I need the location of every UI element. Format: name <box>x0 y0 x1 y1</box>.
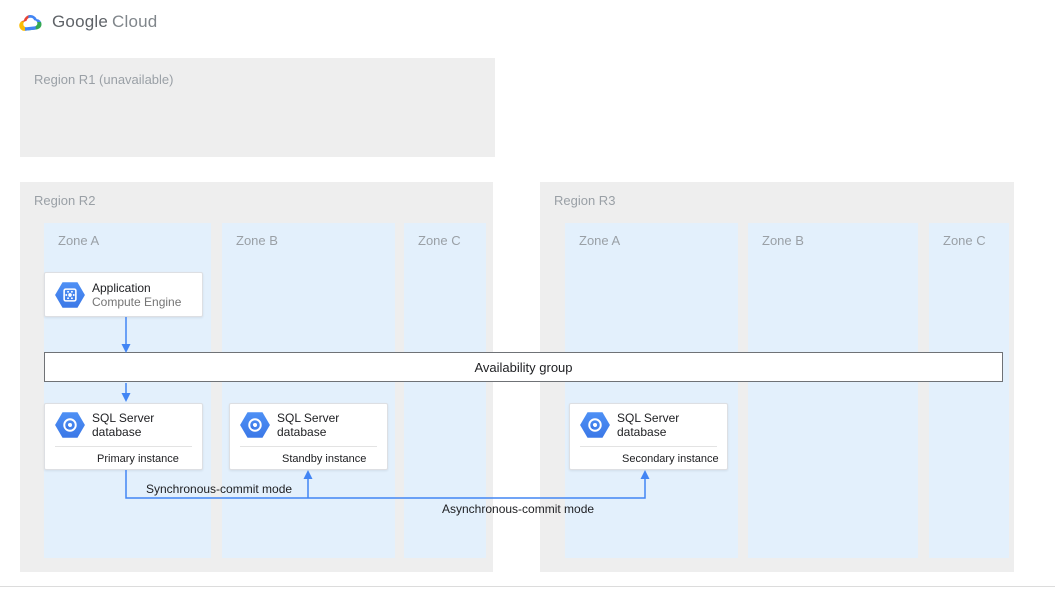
region-r3-zone-a: Zone A <box>565 223 738 558</box>
application-title: Application <box>92 280 151 295</box>
zone-label: Zone B <box>236 233 278 248</box>
sync-commit-label: Synchronous-commit mode <box>146 482 293 496</box>
sql-standby-instance: Standby instance <box>282 453 367 465</box>
region-r2-zone-b: Zone B <box>222 223 395 558</box>
application-node: Application Compute Engine <box>44 272 203 317</box>
logo-google-text: Google <box>52 12 109 31</box>
zone-label: Zone C <box>943 233 986 248</box>
compute-engine-icon <box>55 281 85 308</box>
application-subtitle: Compute Engine <box>92 294 182 309</box>
sql-secondary-node: SQL Server database Secondary instance <box>569 403 728 470</box>
cloud-sql-icon <box>240 412 270 438</box>
region-r2-label: Region R2 <box>34 193 96 208</box>
region-r2-zone-c: Zone C <box>404 223 486 558</box>
application-text: Application Compute Engine <box>92 281 181 309</box>
sql-secondary-title: SQL Server database <box>617 411 680 439</box>
sql-primary-node: SQL Server database Primary instance <box>44 403 203 470</box>
cloud-sql-icon <box>580 412 610 438</box>
region-r3-zone-b: Zone B <box>748 223 918 558</box>
zone-label: Zone C <box>418 233 461 248</box>
zone-label: Zone B <box>762 233 804 248</box>
card-divider <box>55 446 192 447</box>
availability-group-label: Availability group <box>474 359 573 375</box>
region-r3-zone-c: Zone C <box>929 223 1009 558</box>
sql-secondary-instance: Secondary instance <box>622 453 719 465</box>
google-cloud-icon <box>19 15 42 31</box>
async-commit-label: Asynchronous-commit mode <box>442 502 595 516</box>
sql-standby-title: SQL Server database <box>277 411 340 439</box>
region-r3-label: Region R3 <box>554 193 616 208</box>
sql-primary-instance: Primary instance <box>97 453 179 465</box>
cloud-sql-icon <box>55 412 85 438</box>
page-bottom-divider <box>0 586 1055 587</box>
logo-cloud-text: Cloud <box>112 12 158 31</box>
zone-label: Zone A <box>579 233 621 248</box>
region-r1-label: Region R1 (unavailable) <box>34 72 174 87</box>
sql-standby-node: SQL Server database Standby instance <box>229 403 388 470</box>
sql-primary-title: SQL Server database <box>92 411 155 439</box>
card-divider <box>240 446 377 447</box>
card-divider <box>580 446 717 447</box>
availability-group-bar: Availability group <box>44 352 1003 382</box>
zone-label: Zone A <box>58 233 100 248</box>
region-r1: Region R1 (unavailable) <box>20 58 495 157</box>
